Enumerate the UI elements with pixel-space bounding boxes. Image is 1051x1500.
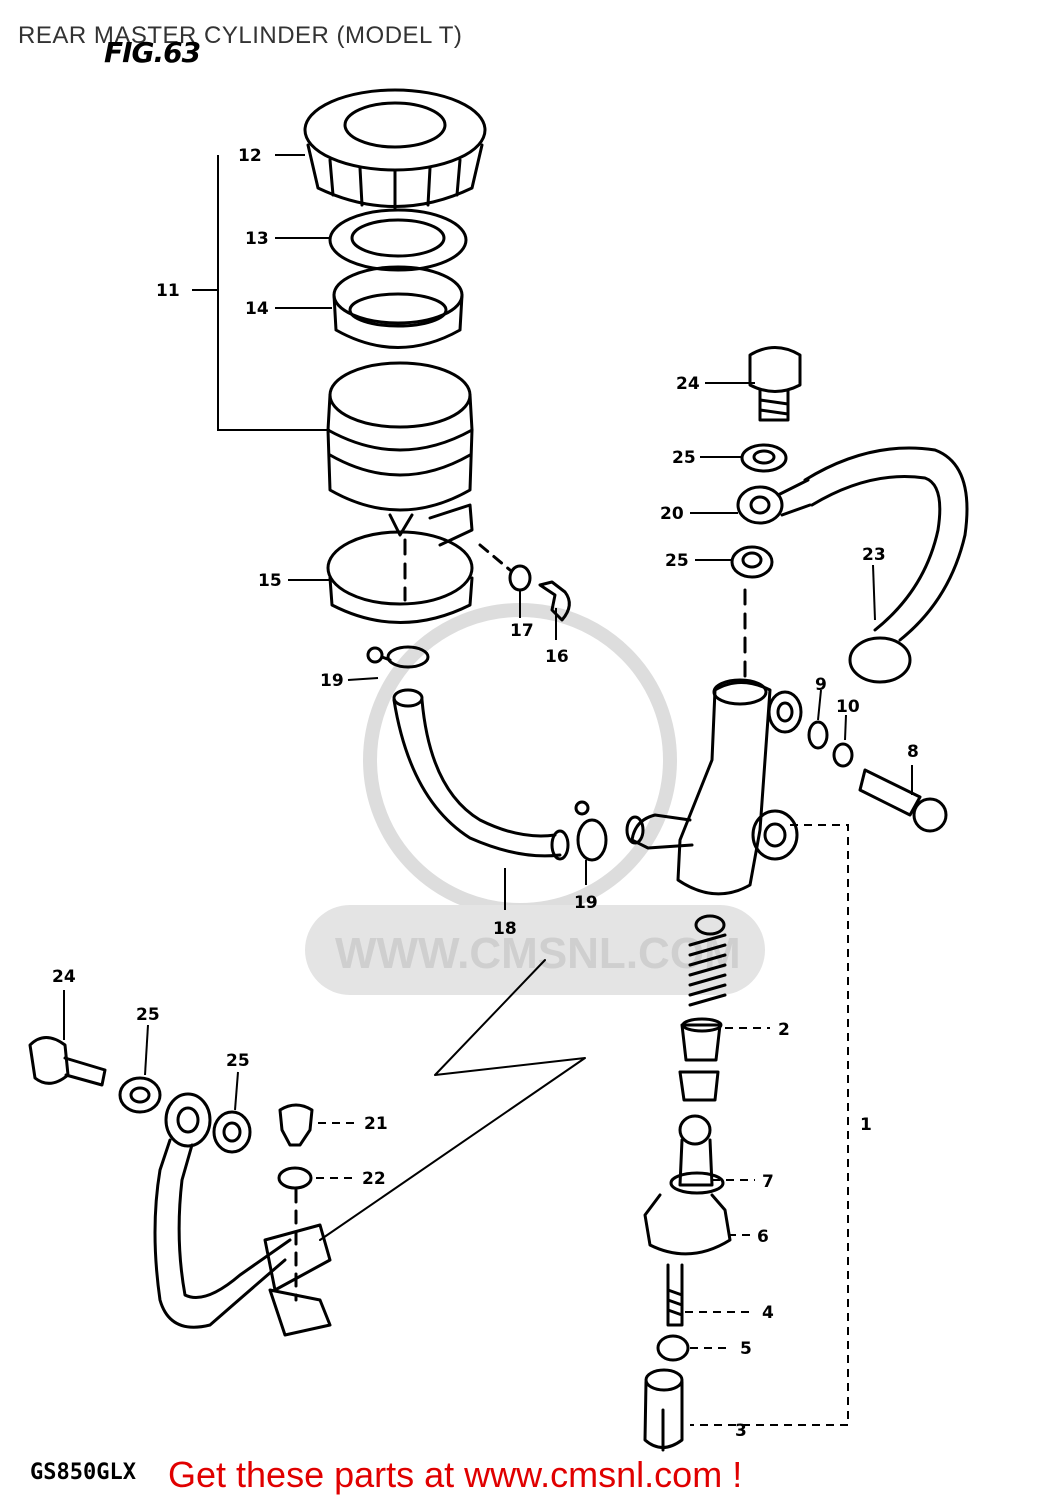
- callout-19-lower: 19: [574, 893, 598, 913]
- callout-7: 7: [762, 1172, 774, 1192]
- callout-10: 10: [836, 697, 860, 717]
- callout-6: 6: [757, 1227, 769, 1247]
- boot-part-6[interactable]: [643, 1193, 732, 1256]
- master-cylinder-body-part[interactable]: [625, 678, 803, 896]
- sealing-washer-part-upper-a[interactable]: [740, 443, 788, 473]
- hose-clamp-part-lower[interactable]: [574, 800, 608, 862]
- sealing-washer-part-upper-b[interactable]: [730, 545, 774, 579]
- hose-clamp-part-upper[interactable]: [366, 645, 430, 669]
- piston-seal-part[interactable]: [678, 1070, 720, 1102]
- callout-17: 17: [510, 621, 534, 641]
- sealing-washer-part-lower-b[interactable]: [212, 1110, 252, 1154]
- flexible-hose-part[interactable]: [803, 446, 969, 684]
- callout-4: 4: [762, 1303, 774, 1323]
- primary-cup-part[interactable]: [680, 1017, 723, 1062]
- callout-25-upper-a: 25: [672, 448, 696, 468]
- callout-16: 16: [545, 647, 569, 667]
- callout-24-upper: 24: [676, 374, 700, 394]
- callout-12: 12: [238, 146, 262, 166]
- callout-18: 18: [493, 919, 517, 939]
- washer-part-17[interactable]: [478, 543, 532, 592]
- watermark: WWW.CMSNL.COM: [305, 603, 765, 995]
- bleeder-cap-part-22[interactable]: [277, 1166, 313, 1190]
- page-title: REAR MASTER CYLINDER (MODEL T): [18, 22, 463, 49]
- nut-part-5[interactable]: [656, 1334, 690, 1362]
- diaphragm-part[interactable]: [332, 265, 464, 349]
- callout-25-upper-b: 25: [665, 551, 689, 571]
- callout-3: 3: [735, 1421, 747, 1441]
- callout-2: 2: [778, 1020, 790, 1040]
- leader-lines: [63, 154, 913, 1426]
- brake-hose-part[interactable]: [153, 1092, 332, 1337]
- reservoir-cap-part[interactable]: [303, 88, 487, 212]
- banjo-bolt-part-lower[interactable]: [28, 1036, 107, 1087]
- bolt-part-8[interactable]: [858, 768, 948, 833]
- reservoir-band-part[interactable]: [326, 503, 474, 624]
- washer-part-10[interactable]: [832, 742, 854, 768]
- callout-15: 15: [258, 571, 282, 591]
- piston-part[interactable]: [678, 1114, 714, 1187]
- washer-part-9[interactable]: [807, 720, 829, 750]
- callout-21: 21: [364, 1114, 388, 1134]
- callout-14: 14: [245, 299, 269, 319]
- callout-23: 23: [862, 545, 886, 565]
- bleeder-screw-part-21[interactable]: [278, 1103, 314, 1147]
- callout-labels: 1 2 3 4 5 6 7 8 9 10 11 12 13 14 15 16 1…: [52, 146, 919, 1441]
- callout-1: 1: [860, 1115, 872, 1135]
- callout-13: 13: [245, 229, 269, 249]
- callout-25-lower-a: 25: [136, 1005, 160, 1025]
- watermark-url: WWW.CMSNL.COM: [335, 929, 741, 978]
- callout-25-lower-b: 25: [226, 1051, 250, 1071]
- banjo-bolt-part-upper[interactable]: [748, 346, 802, 422]
- figure-label: FIG.63: [104, 36, 201, 69]
- callout-9: 9: [815, 675, 827, 695]
- reservoir-body-part[interactable]: [326, 361, 474, 537]
- callout-19-upper: 19: [320, 671, 344, 691]
- model-code: GS850GLX: [30, 1460, 136, 1485]
- reservoir-hose-part[interactable]: [392, 688, 570, 861]
- clevis-part-3[interactable]: [643, 1368, 684, 1452]
- circlip-part-7[interactable]: [669, 1171, 725, 1195]
- union-banjo-part[interactable]: [736, 478, 812, 525]
- spring-part[interactable]: [688, 914, 727, 1007]
- pushrod-part-4[interactable]: [666, 1263, 684, 1327]
- callout-11: 11: [156, 281, 180, 301]
- callout-8: 8: [907, 742, 919, 762]
- callout-24-lower: 24: [52, 967, 76, 987]
- connection-zigzag: [319, 959, 586, 1241]
- buy-parts-link[interactable]: Get these parts at www.cmsnl.com !: [168, 1454, 743, 1495]
- callout-20: 20: [660, 504, 684, 524]
- diaphragm-plate-part[interactable]: [328, 208, 468, 272]
- callout-5: 5: [740, 1339, 752, 1359]
- sealing-washer-part-lower-a[interactable]: [118, 1076, 162, 1114]
- callout-22: 22: [362, 1169, 386, 1189]
